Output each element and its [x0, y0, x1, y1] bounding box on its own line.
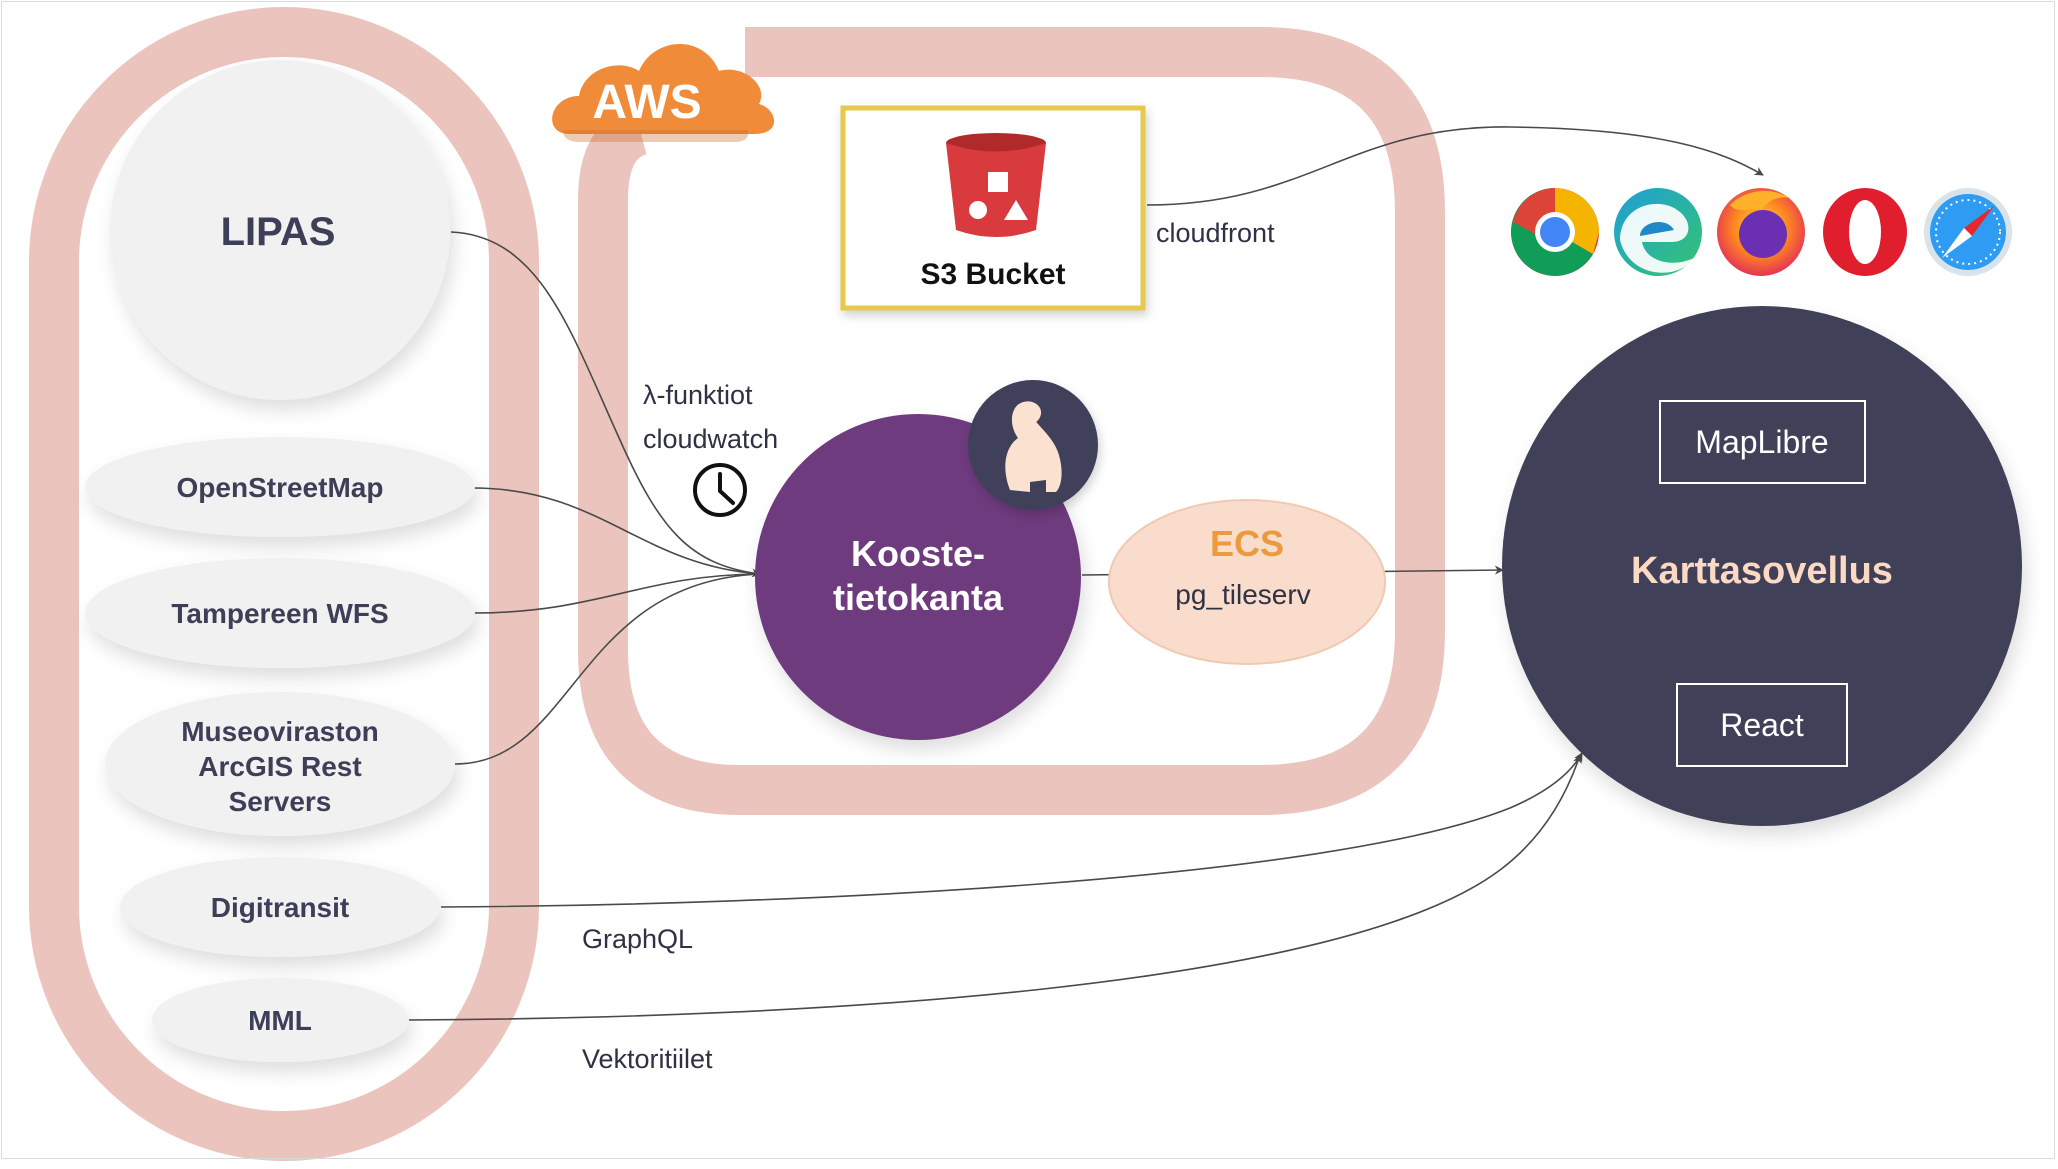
source-museovirasto-line2: ArcGIS Rest [198, 751, 361, 782]
s3-bucket-icon [946, 133, 1046, 237]
browser-icons [1511, 188, 2012, 276]
client-app-node: MapLibre Karttasovellus React [1502, 306, 2022, 826]
maplibre-label: MapLibre [1695, 424, 1828, 460]
source-digitransit: Digitransit [120, 857, 440, 957]
digitransit-to-client-connector [440, 752, 1583, 908]
source-museovirasto-line3: Servers [229, 786, 332, 817]
source-tampereen-wfs: Tampereen WFS [85, 558, 475, 668]
cloudfront-label: cloudfront [1156, 218, 1275, 248]
postgres-elephant-icon [968, 380, 1098, 510]
vektoritiilet-label: Vektoritiilet [582, 1044, 713, 1074]
s3-bucket-label: S3 Bucket [920, 258, 1065, 291]
aws-container [578, 27, 1445, 815]
sources-container [29, 7, 539, 1161]
chrome-icon [1511, 188, 1599, 276]
edge-icon [1614, 188, 1702, 276]
source-mml: MML [152, 978, 408, 1062]
connectors [408, 126, 1764, 1021]
source-museovirasto: Museoviraston ArcGIS Rest Servers [105, 692, 455, 836]
safari-icon [1924, 188, 2012, 276]
tampere-to-db-connector [472, 573, 761, 614]
museo-to-db-connector [454, 573, 761, 765]
osm-to-db-connector [472, 487, 761, 575]
aws-logo: AWS [552, 43, 775, 142]
source-openstreetmap-label: OpenStreetMap [177, 472, 384, 503]
firefox-icon [1717, 188, 1805, 276]
client-app-label: Karttasovellus [1631, 550, 1893, 592]
lambda-label: λ-funktiot [643, 380, 753, 410]
database-label-line1: Kooste- [851, 533, 985, 574]
graphql-label: GraphQL [582, 924, 693, 954]
cloudwatch-label: cloudwatch [643, 424, 778, 454]
source-museovirasto-line1: Museoviraston [181, 716, 379, 747]
ecs-subtitle: pg_tileserv [1175, 579, 1310, 610]
ecs-node: ECS pg_tileserv [1108, 499, 1386, 665]
source-tampereen-wfs-label: Tampereen WFS [171, 598, 388, 629]
source-digitransit-label: Digitransit [211, 892, 349, 923]
opera-icon [1823, 188, 1907, 276]
database-label-line2: tietokanta [833, 577, 1004, 618]
react-box [1676, 683, 1848, 767]
source-lipas: LIPAS [110, 60, 450, 400]
mml-to-client-connector [408, 754, 1582, 1021]
maplibre-box [1659, 400, 1866, 484]
aws-logo-text: AWS [592, 76, 701, 129]
react-label: React [1720, 707, 1804, 743]
source-mml-label: MML [248, 1005, 312, 1036]
source-lipas-label: LIPAS [221, 210, 336, 254]
lipas-to-db-connector [450, 231, 761, 578]
s3-bucket-box: S3 Bucket [840, 105, 1146, 311]
s3-to-browsers-connector [1146, 126, 1764, 206]
source-openstreetmap: OpenStreetMap [85, 437, 475, 537]
ecs-title: ECS [1210, 523, 1284, 564]
clock-icon [693, 463, 747, 517]
